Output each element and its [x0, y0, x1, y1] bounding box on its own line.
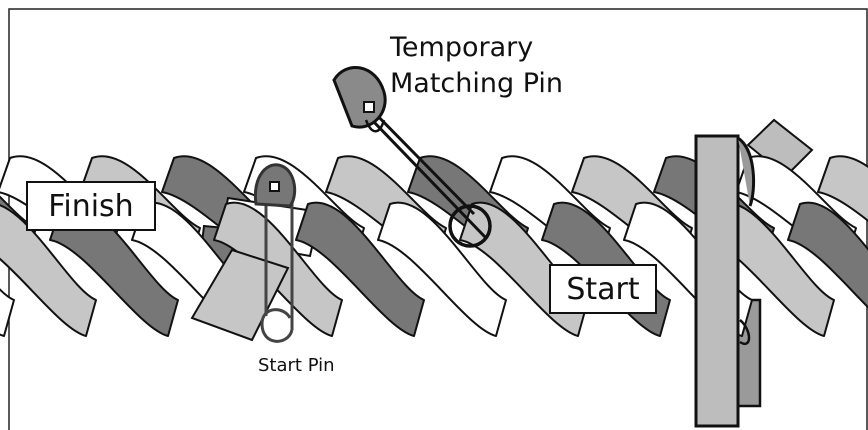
start-pin: [253, 163, 297, 343]
braid-strand: [377, 201, 507, 337]
braid-strand: [0, 288, 15, 337]
braid-strand: [295, 201, 425, 337]
finish-label-box: Finish: [26, 181, 156, 231]
temporary-pin-label-line1: Temporary: [389, 32, 533, 63]
start-label-box: Start: [549, 264, 657, 314]
temporary-pin-head: [332, 66, 387, 129]
ribbon-front: [694, 134, 756, 428]
braid-strand: [787, 201, 868, 309]
braid-strand: [0, 204, 97, 337]
braid-strand: [817, 155, 868, 222]
temporary-pin-label-line2: Matching Pin: [390, 68, 563, 99]
finish-label: Finish: [48, 189, 133, 224]
temporary-matching-pin: [332, 66, 492, 248]
finish-end-tab: [190, 248, 290, 342]
start-pin-label: Start Pin: [258, 355, 335, 376]
start-label: Start: [566, 272, 640, 307]
